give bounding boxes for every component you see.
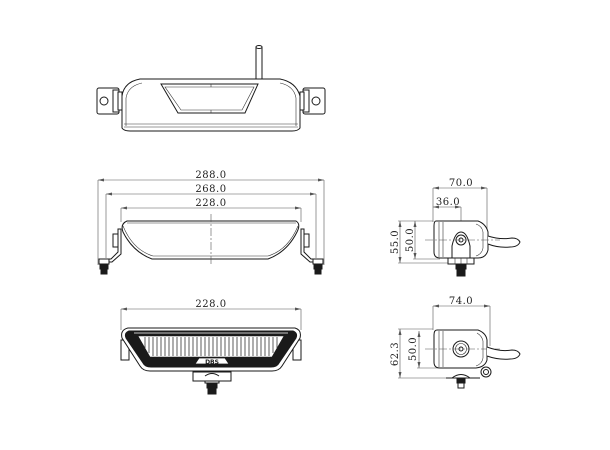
dim-55: 55.0 (390, 230, 401, 254)
top-view (96, 45, 326, 132)
heatsink-window (160, 83, 259, 114)
lens-bolt-icon (206, 382, 218, 389)
cable-stub (255, 46, 263, 80)
dim-74: 74.0 (449, 296, 473, 307)
dim-50b: 50.0 (408, 337, 419, 361)
pivot-knob-icon (480, 366, 492, 378)
logo-plate (194, 357, 230, 365)
dim-70: 70.0 (449, 178, 473, 189)
right-mount-hole-icon (311, 96, 321, 106)
dim-228-top: 228.0 (195, 198, 226, 209)
dim-50a: 50.0 (405, 228, 416, 252)
right-bolt-icon (313, 263, 323, 270)
left-bolt-icon (99, 263, 109, 270)
housing-front (121, 220, 300, 260)
logo-text: DBS (205, 359, 219, 366)
cable-2 (486, 346, 521, 360)
side-view-bracket: 70.0 36.0 55.0 50.0 (390, 178, 521, 277)
lens-view: 228.0 (120, 299, 302, 395)
side-view-mount: 74.0 62.3 50.0 (390, 296, 521, 389)
cable-1 (487, 235, 521, 248)
front-view: 288.0 268.0 228.0 (97, 170, 325, 275)
dim-62-3: 62.3 (390, 342, 401, 366)
dim-268: 268.0 (195, 184, 226, 195)
side-bolt-icon-1 (455, 263, 467, 270)
left-mount-hole-icon (99, 96, 109, 106)
housing-top (121, 78, 301, 132)
side-bolt-icon-2 (456, 378, 466, 384)
dim-36: 36.0 (436, 197, 460, 208)
dim-288: 288.0 (195, 170, 226, 181)
lens (137, 335, 285, 358)
dim-228-lens: 228.0 (195, 299, 226, 310)
